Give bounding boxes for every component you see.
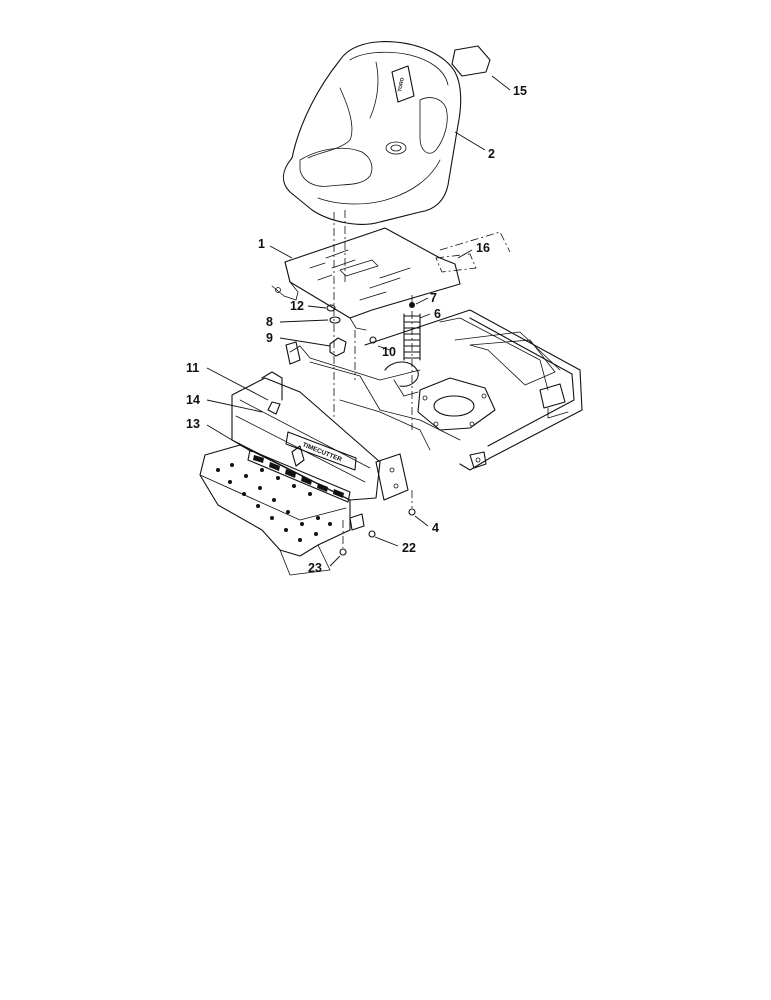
console: TIMECUTTER [231, 371, 409, 503]
callout-12: 12 [290, 299, 304, 313]
seat-plate [271, 227, 461, 331]
callout-13: 13 [186, 417, 200, 431]
callout-9: 9 [266, 331, 273, 345]
floor-pan [199, 444, 365, 576]
seat-logo-text: TORO [397, 77, 406, 92]
washer-8 [329, 316, 341, 324]
callouts: 15 2 1 16 12 7 8 6 9 10 11 14 13 4 22 23 [186, 84, 527, 575]
callout-4: 4 [432, 521, 439, 535]
spring-6 [403, 313, 421, 361]
bolt-22 [368, 530, 376, 538]
nut-7 [409, 302, 415, 308]
floor-holes [216, 463, 332, 542]
leader-lines [206, 75, 511, 567]
callout-23: 23 [308, 561, 322, 575]
callout-14: 14 [186, 393, 200, 407]
seat: TORO [282, 41, 462, 225]
callout-2: 2 [488, 147, 495, 161]
bolt-4 [408, 508, 416, 516]
nut-23 [339, 548, 347, 556]
callout-15: 15 [513, 84, 527, 98]
callout-11: 11 [186, 361, 199, 375]
callout-22: 22 [402, 541, 416, 555]
bolt-10 [369, 336, 377, 344]
callout-16: 16 [476, 241, 490, 255]
callout-8: 8 [266, 315, 273, 329]
callout-6: 6 [434, 307, 441, 321]
callout-10: 10 [382, 345, 396, 359]
callout-1: 1 [258, 237, 265, 251]
assembly-lines [333, 210, 511, 430]
seat-decal [451, 45, 491, 77]
frame [285, 309, 583, 471]
seat-logo: TORO [391, 65, 415, 103]
plate-decal [435, 253, 477, 273]
callout-7: 7 [430, 291, 437, 305]
knob-9 [329, 337, 347, 357]
nut-12 [326, 304, 336, 312]
hardware [326, 302, 421, 361]
